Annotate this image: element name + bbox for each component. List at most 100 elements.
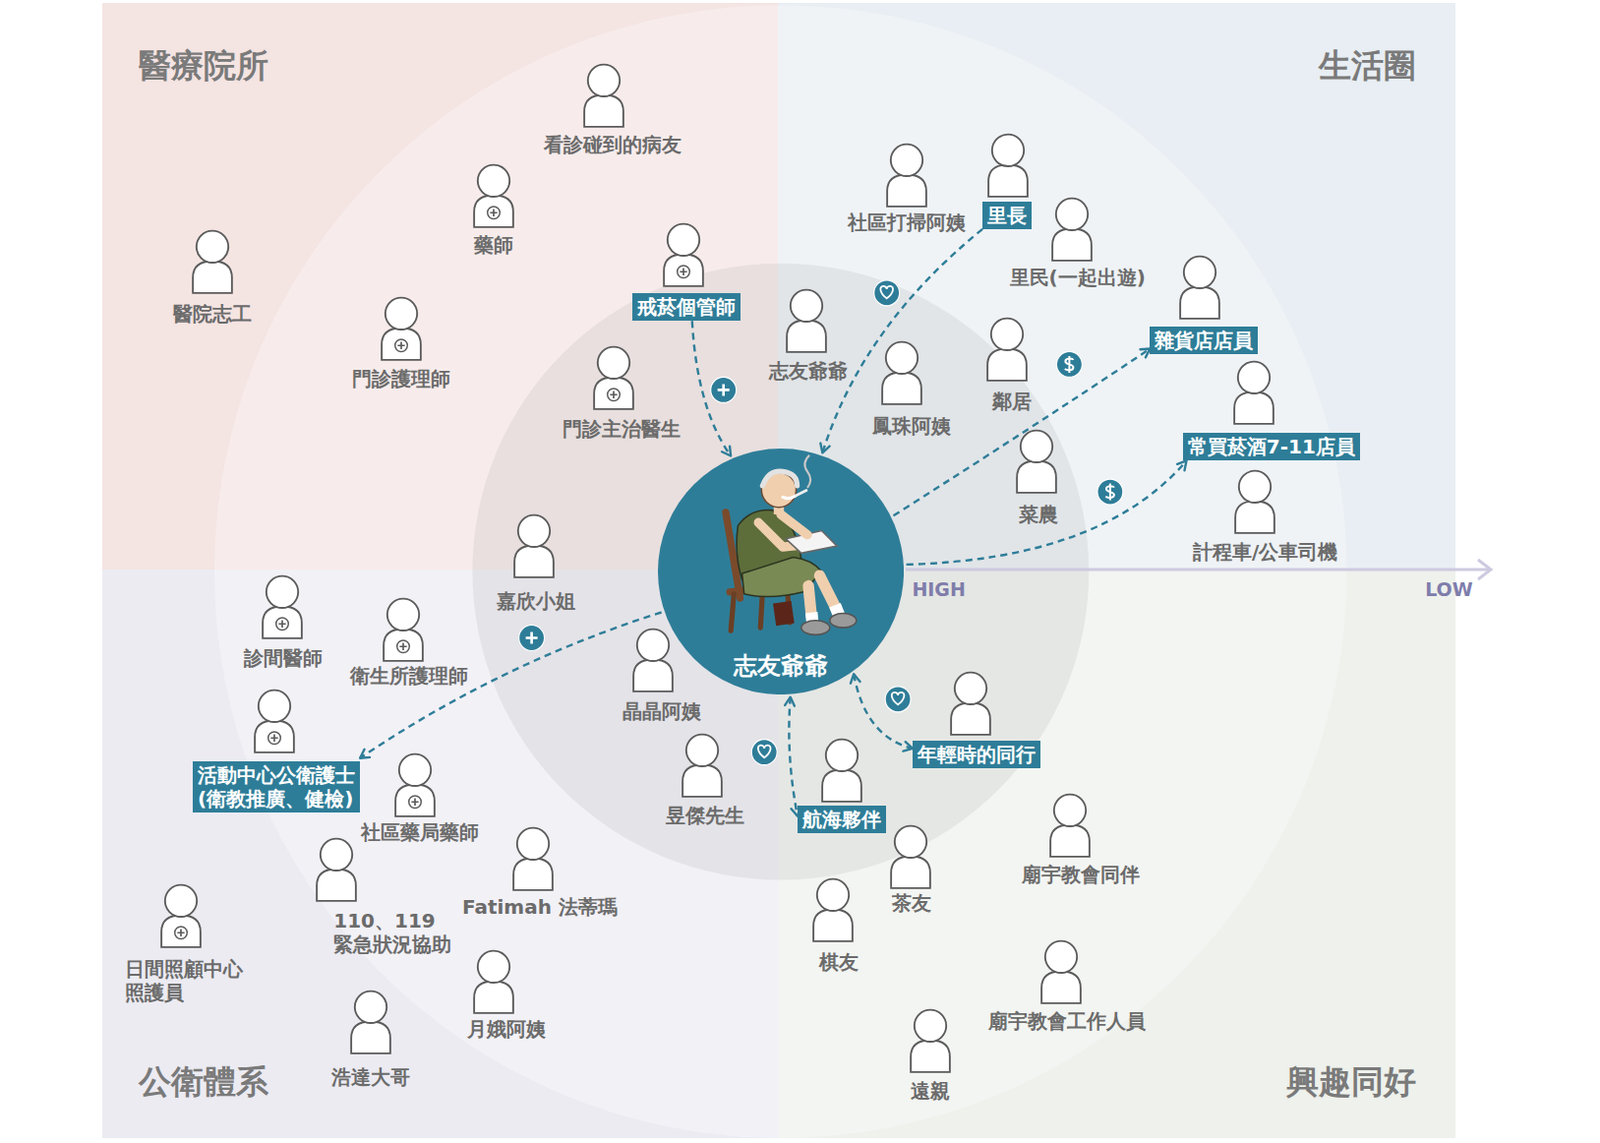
plus-ring <box>487 206 501 220</box>
medical-plus <box>487 206 501 220</box>
axis-label: HIGH <box>911 578 965 601</box>
dollar-badge <box>1056 351 1082 377</box>
icon-body <box>161 914 201 947</box>
icon-head <box>914 1009 947 1042</box>
icon-body <box>786 319 827 352</box>
shoe <box>801 620 830 636</box>
person-node: 社區藥局藥師 <box>360 752 479 844</box>
node-label: 茶友 <box>891 890 932 915</box>
person-node: 看診碰到的病友 <box>543 62 682 157</box>
label-line: 照護員 <box>124 980 243 1005</box>
icon-head <box>320 837 353 870</box>
person-icon <box>511 513 557 579</box>
person-node: 里長 <box>982 132 1032 230</box>
node-label: 110、119 緊急狀況協助 <box>333 908 452 956</box>
node-label: 常買菸酒7-11店員 <box>1183 432 1361 461</box>
icon-head <box>196 231 229 263</box>
icon-head <box>1055 198 1087 231</box>
person-icon <box>158 883 204 949</box>
icon-body <box>513 858 553 890</box>
plus-cross <box>412 797 419 805</box>
icon-body <box>254 720 295 753</box>
dashed-connector <box>359 611 662 758</box>
person-node: 藥師 <box>471 163 517 257</box>
person-icon <box>380 596 426 662</box>
person-icon <box>819 737 865 803</box>
person-icon <box>888 824 934 889</box>
node-label: 生活圈 <box>1318 46 1417 86</box>
person-icon <box>1047 792 1093 858</box>
node-label: 遠親 <box>910 1078 950 1103</box>
person-icon <box>313 836 359 902</box>
shoe <box>829 613 857 629</box>
dashed-connector <box>892 348 1150 516</box>
plus-ring <box>174 926 187 940</box>
icon-body <box>474 194 514 227</box>
icon-body <box>263 606 303 639</box>
dashed-connector <box>906 460 1187 564</box>
icon-body <box>888 175 928 207</box>
dashed-connector <box>692 320 731 456</box>
person-node: 遠親 <box>907 1007 953 1103</box>
person-icon <box>378 296 424 361</box>
person-icon <box>471 163 517 229</box>
icon-body <box>584 95 624 127</box>
icon-body <box>1041 970 1081 1003</box>
person-node: 診間醫師 <box>243 574 323 670</box>
dashed-connector <box>822 229 983 453</box>
person-icon <box>879 340 925 406</box>
node-label: 志友爺爺 <box>769 358 848 383</box>
icon-body <box>1016 460 1057 492</box>
person-node: 鳳珠阿姨 <box>872 340 951 438</box>
person-icon <box>348 989 394 1055</box>
icon-head <box>258 690 291 722</box>
axis-arrowhead <box>1478 559 1491 580</box>
person-node: 110、119 緊急狀況協助 <box>313 836 452 957</box>
person-node: 常買菸酒7-11店員 <box>1183 359 1361 461</box>
person-icon <box>1038 939 1084 1005</box>
node-label: 興趣同好 <box>1286 1062 1417 1102</box>
floor-bag <box>772 600 795 626</box>
connector-group <box>359 229 1186 817</box>
plus-ring <box>394 339 408 353</box>
medical-plus <box>677 265 691 279</box>
icon-head <box>992 134 1024 167</box>
person-icon <box>1177 254 1223 320</box>
arm <box>780 514 808 535</box>
person-node: 棋友 <box>810 877 859 974</box>
icon-body <box>383 628 423 660</box>
icon-body <box>813 909 853 942</box>
node-label: Fatimah 法蒂瑪 <box>462 894 618 919</box>
icon-head <box>790 289 823 321</box>
icon-head <box>477 950 510 983</box>
label-line: (衛教推廣、健檢) <box>197 786 356 811</box>
person-node: 里民(一起出遊) <box>1009 196 1146 290</box>
node-label: 廟宇教會工作人員 <box>988 1008 1146 1033</box>
node-label: 醫院志工 <box>173 301 252 326</box>
label-line: 日間照顧中心 <box>124 956 243 981</box>
icon-head <box>637 629 669 661</box>
plus-ring <box>677 265 691 279</box>
node-label: 門診護理師 <box>352 366 451 391</box>
person-icon <box>1232 469 1278 534</box>
node-label: 航海夥伴 <box>797 805 887 833</box>
node-label: 晶晶阿姨 <box>622 699 702 723</box>
person-icon <box>907 1007 953 1073</box>
node-label: 菜農 <box>1018 502 1059 527</box>
node-label: 棋友 <box>819 949 859 974</box>
person-icon <box>679 732 725 798</box>
person-node: 衛生所護理師 <box>350 596 469 688</box>
plus-cross <box>177 928 184 936</box>
node-label: 昱傑先生 <box>665 803 745 828</box>
person-node: 廟宇教會工作人員 <box>988 939 1146 1033</box>
person-icon <box>884 142 930 208</box>
plus-cross <box>609 390 617 398</box>
icon-body <box>1235 501 1275 534</box>
person-icon <box>630 627 676 693</box>
person-node: 月娥阿姨 <box>467 948 546 1041</box>
icon-body <box>192 261 233 294</box>
icon-body <box>663 254 704 287</box>
person-icon <box>985 132 1031 198</box>
icon-body <box>950 702 991 734</box>
